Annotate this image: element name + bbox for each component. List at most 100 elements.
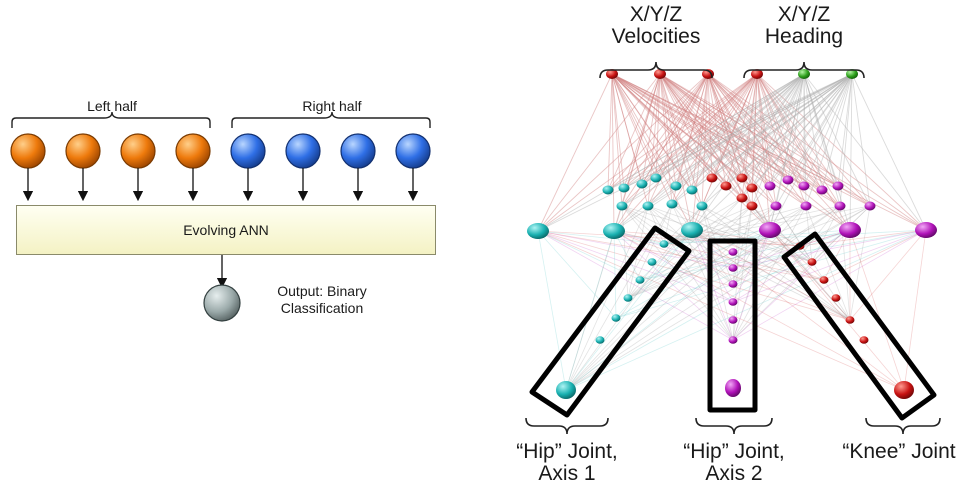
hidden-node [864, 201, 876, 211]
connection [803, 73, 853, 187]
hip-axis1-label-line2: Axis 1 [538, 462, 596, 485]
connection [621, 73, 853, 207]
connection [732, 197, 743, 341]
connection [803, 73, 839, 187]
connection [707, 73, 713, 179]
connection [659, 73, 753, 189]
connection [691, 73, 805, 191]
connection [613, 73, 853, 232]
connection [701, 205, 851, 321]
connection [707, 73, 927, 231]
connection [751, 73, 758, 189]
connection [756, 73, 771, 231]
hip-axis2-label-line2: Axis 2 [705, 462, 763, 485]
velocity-input-node [702, 69, 714, 79]
connection [621, 73, 661, 207]
connection [621, 205, 851, 321]
connection [732, 205, 841, 341]
connection [756, 73, 851, 231]
evolving-ann-label: Evolving ANN [183, 222, 269, 238]
knee-label: “Knee” Joint [830, 441, 968, 463]
connection [691, 73, 709, 231]
connection [611, 73, 673, 205]
network-nodes [527, 69, 937, 399]
connection [756, 73, 871, 207]
connection [691, 73, 853, 231]
left-half-input-node [65, 133, 101, 169]
connection [769, 229, 825, 281]
connection [725, 73, 805, 187]
connection [711, 73, 853, 179]
connection [707, 73, 841, 207]
hidden-node [666, 199, 678, 209]
connection [565, 205, 703, 391]
connection [537, 73, 661, 232]
connection [659, 73, 693, 231]
left-half-input-node [175, 133, 211, 169]
connection [611, 73, 753, 189]
hidden-node [736, 173, 748, 183]
connection [611, 73, 615, 232]
hidden-node [618, 183, 630, 193]
connection [611, 73, 777, 207]
connection [707, 73, 823, 191]
connection [611, 73, 703, 207]
connection [707, 73, 743, 179]
left-diagram [10, 111, 431, 322]
hidden-node [706, 173, 718, 183]
connection [537, 73, 613, 232]
connection [621, 73, 709, 207]
connection [659, 73, 777, 207]
hidden-node [602, 185, 614, 195]
output-label-line1: Output: Binary [277, 283, 367, 299]
connection [627, 205, 807, 299]
connection [756, 73, 807, 207]
joint-highlight-boxes [529, 225, 937, 421]
velocity-input-node [751, 69, 763, 79]
connection [691, 229, 851, 321]
connection [691, 73, 805, 231]
connection [611, 73, 823, 191]
connection [732, 229, 771, 303]
hidden-node [746, 201, 758, 211]
connection [675, 73, 805, 187]
heading-label-line2: Heading [764, 25, 844, 48]
connection [769, 73, 853, 231]
connection [611, 73, 677, 187]
hidden-node [527, 223, 549, 239]
hip-axis2-node [728, 248, 738, 256]
hidden-node [759, 222, 781, 238]
heading-input-node [846, 69, 858, 79]
connection [775, 73, 805, 207]
connection [613, 230, 734, 303]
connection [613, 230, 851, 321]
connection [707, 73, 871, 207]
hip-axis1-node [659, 240, 669, 248]
connection [725, 73, 853, 187]
connection [707, 73, 777, 207]
connection [707, 73, 851, 231]
connection [751, 73, 805, 207]
connection [623, 73, 758, 189]
right-half-label: Right half [302, 98, 362, 114]
connection [647, 205, 813, 263]
right-half-input-node [285, 133, 321, 169]
connection [659, 73, 713, 179]
right-half-bracket [231, 111, 431, 128]
connection [655, 73, 709, 179]
connection [805, 205, 851, 321]
connection [623, 73, 853, 189]
connection [621, 205, 629, 299]
heading-label: X/Y/Z Heading [744, 4, 864, 48]
connection [615, 229, 771, 319]
knee-box [781, 231, 937, 421]
hip-axis1-box [529, 225, 692, 418]
output-node [203, 284, 241, 322]
connection [647, 205, 734, 285]
connection [537, 230, 734, 303]
right-half-input-node [230, 133, 266, 169]
hidden-node [696, 201, 708, 211]
hidden-node [720, 181, 732, 191]
connection [741, 73, 758, 179]
